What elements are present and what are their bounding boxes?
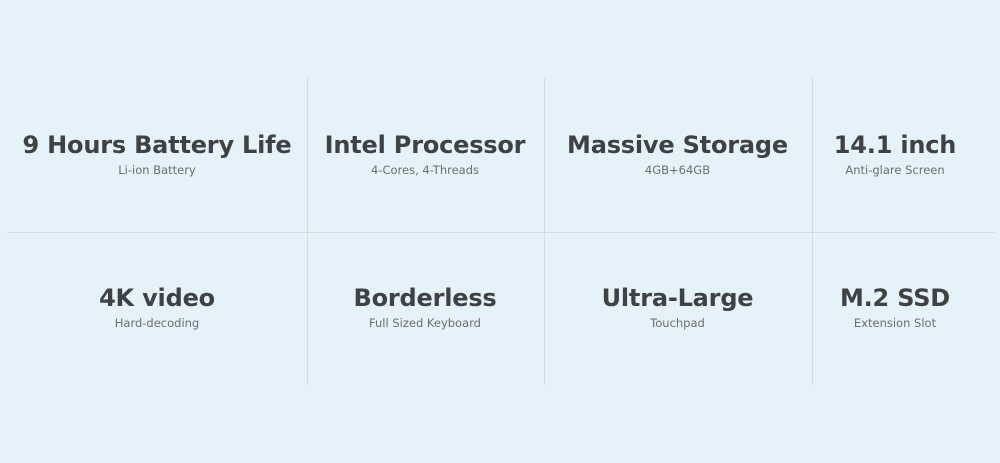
feature-subtitle: Extension Slot	[853, 316, 937, 330]
feature-video: 4K video Hard-decoding	[8, 283, 306, 330]
divider-horizontal	[7, 232, 995, 233]
feature-title: Ultra-Large	[601, 284, 754, 312]
feature-processor: Intel Processor 4-Cores, 4-Threads	[307, 130, 543, 177]
feature-subtitle: Anti-glare Screen	[845, 163, 945, 177]
feature-subtitle: Li-ion Battery	[118, 163, 196, 177]
feature-subtitle: 4-Cores, 4-Threads	[371, 163, 479, 177]
divider-vertical	[544, 78, 545, 385]
feature-battery: 9 Hours Battery Life Li-ion Battery	[8, 130, 306, 177]
feature-subtitle: Touchpad	[650, 316, 705, 330]
feature-title: Intel Processor	[324, 131, 526, 159]
feature-title: Massive Storage	[567, 131, 788, 159]
feature-keyboard: Borderless Full Sized Keyboard	[307, 283, 543, 330]
divider-vertical	[307, 78, 308, 385]
feature-subtitle: 4GB+64GB	[644, 163, 711, 177]
feature-subtitle: Hard-decoding	[114, 316, 200, 330]
divider-vertical	[812, 78, 813, 385]
feature-subtitle: Full Sized Keyboard	[369, 316, 481, 330]
feature-title: Borderless	[353, 284, 497, 312]
feature-storage: Massive Storage 4GB+64GB	[544, 130, 811, 177]
feature-title: 4K video	[99, 284, 215, 312]
feature-touchpad: Ultra-Large Touchpad	[544, 283, 811, 330]
feature-ssd: M.2 SSD Extension Slot	[812, 283, 978, 330]
feature-title: 14.1 inch	[833, 131, 957, 159]
feature-screen: 14.1 inch Anti-glare Screen	[812, 130, 978, 177]
feature-title: 9 Hours Battery Life	[22, 131, 292, 159]
feature-title: M.2 SSD	[839, 284, 951, 312]
